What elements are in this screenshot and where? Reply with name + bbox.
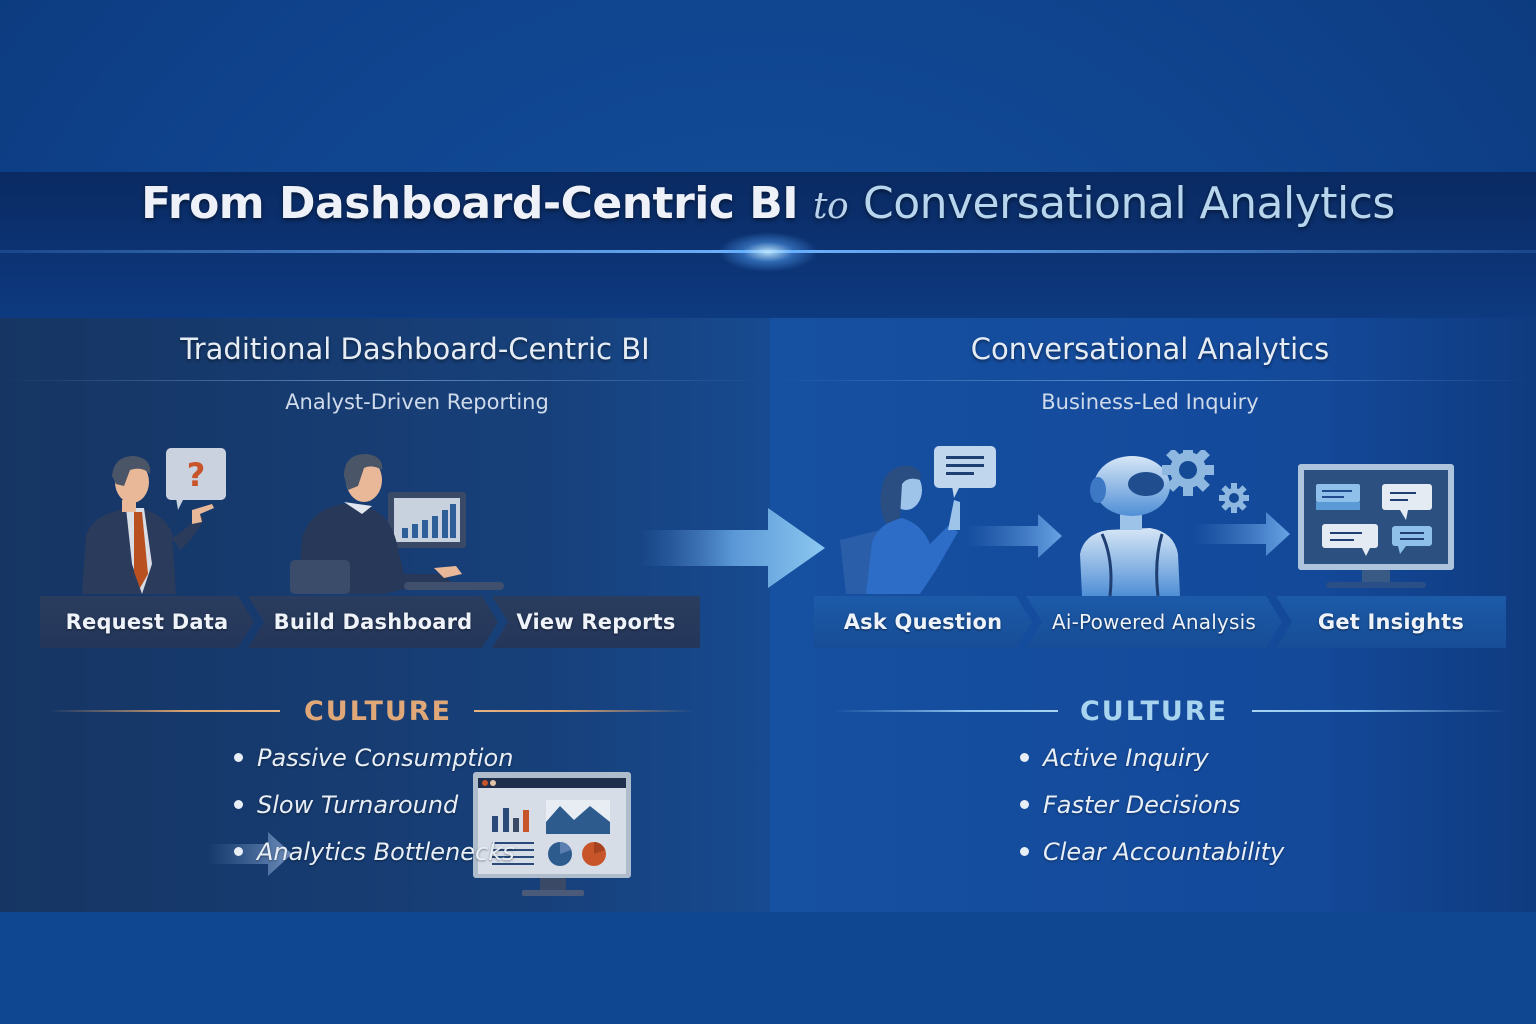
- panel-divider: [0, 380, 770, 381]
- step-get-insights: Get Insights: [1276, 596, 1506, 648]
- culture-item: Clear Accountability: [1020, 836, 1284, 883]
- culture-item: Slow Turnaround: [234, 789, 515, 836]
- culture-line-left: [834, 710, 1058, 712]
- step-build-dashboard: Build Dashboard: [248, 596, 498, 648]
- panel-title: Conversational Analytics: [970, 332, 1330, 366]
- culture-item: Faster Decisions: [1020, 789, 1284, 836]
- title-part-from: From Dashboard-Centric BI: [141, 178, 799, 229]
- culture-label: CULTURE: [303, 696, 453, 727]
- culture-heading: CULTURE: [0, 696, 770, 727]
- conversational-analytics-panel: Conversational Analytics Business-Led In…: [770, 318, 1536, 912]
- step-view-reports: View Reports: [492, 596, 700, 648]
- page-title: From Dashboard-Centric BI to Conversatio…: [0, 178, 1536, 229]
- culture-item: Passive Consumption: [234, 742, 515, 789]
- woman-chat-icon: [840, 446, 996, 594]
- culture-heading: CULTURE: [770, 696, 1536, 727]
- title-part-to: Conversational Analytics: [862, 178, 1395, 229]
- culture-line-right: [474, 710, 694, 712]
- step-ask-question: Ask Question: [814, 596, 1032, 648]
- culture-item: Analytics Bottlenecks: [234, 836, 515, 883]
- panel-divider: [770, 380, 1536, 381]
- step-ai-powered-analysis: Ai-Powered Analysis: [1026, 596, 1282, 648]
- panel-subtitle: Business-Led Inquiry: [1041, 390, 1259, 414]
- businessman-question-icon: ?: [82, 448, 226, 594]
- culture-label: CULTURE: [1079, 696, 1229, 727]
- analyst-computer-icon: [290, 454, 504, 594]
- title-glow: [718, 232, 818, 272]
- svg-text:?: ?: [187, 456, 206, 494]
- dashboard-monitor-icon: [473, 772, 631, 896]
- footer-background: [0, 912, 1536, 1024]
- insights-monitor-icon: [1298, 464, 1454, 588]
- arrow-right-icon: [966, 514, 1062, 558]
- title-connector: to: [813, 186, 849, 227]
- panel-title: Traditional Dashboard-Centric BI: [180, 332, 650, 366]
- culture-line-left: [48, 710, 280, 712]
- process-steps: Request Data Build Dashboard View Report…: [40, 596, 700, 648]
- culture-line-right: [1252, 710, 1508, 712]
- transition-arrow-icon: [640, 508, 825, 588]
- culture-list: Active Inquiry Faster Decisions Clear Ac…: [1020, 742, 1284, 883]
- process-steps: Ask Question Ai-Powered Analysis Get Ins…: [814, 596, 1506, 648]
- panel-subtitle: Analyst-Driven Reporting: [285, 390, 549, 414]
- traditional-bi-panel: Traditional Dashboard-Centric BI Analyst…: [0, 318, 770, 912]
- culture-item: Active Inquiry: [1020, 742, 1284, 789]
- arrow-right-icon: [1194, 512, 1290, 556]
- culture-list: Passive Consumption Slow Turnaround Anal…: [234, 742, 515, 883]
- robot-gears-icon: [1080, 450, 1249, 596]
- arrow-right-icon: [208, 832, 292, 876]
- step-request-data: Request Data: [40, 596, 254, 648]
